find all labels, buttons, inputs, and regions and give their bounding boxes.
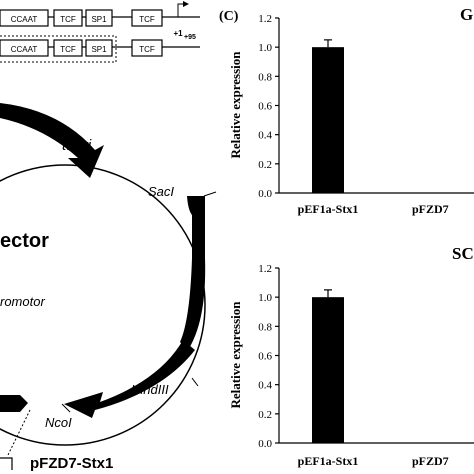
- chart-top-xtick-1: pFZD7: [412, 202, 449, 216]
- chart-bottom-xtick-1: pFZD7: [412, 454, 449, 468]
- chart-top-bar: [312, 47, 344, 193]
- promoter-dotted-box: [0, 35, 117, 63]
- chart-bottom-ytick-label: 0.6: [258, 351, 272, 363]
- tcf-label-2a: TCF: [60, 45, 76, 54]
- chart-bottom-ytick-label: 0.0: [258, 438, 272, 450]
- promoter-band: [180, 196, 206, 350]
- chart-top-ytick-label: 0.4: [258, 130, 272, 142]
- vector-label: ector: [0, 230, 49, 252]
- chart-top-ytick-label: 0.6: [258, 101, 272, 113]
- sp1-label-1: SP1: [91, 15, 107, 24]
- plasmid-backbone: [0, 164, 206, 446]
- chart-top-bars: [312, 39, 344, 193]
- chart-bottom-bars: [312, 289, 344, 443]
- chart-top-xtick-0: pEF1a-Stx1: [298, 202, 359, 216]
- chart-top-ytick-label: 1.0: [258, 42, 272, 54]
- promoter-label: romotor: [0, 294, 45, 309]
- tcf-box-2b: [131, 39, 163, 57]
- chart-top-ytick-label: 1.2: [258, 13, 272, 25]
- tss-plus95-label: +95: [184, 34, 196, 41]
- saci-label: SacI: [148, 184, 174, 199]
- bottom-band: [0, 395, 28, 412]
- insert-arrow-band: [64, 340, 195, 418]
- chart-bottom: SC Relative expression 0.0 0.2 0.4 0.6 0.8 1.…: [228, 244, 474, 468]
- chart-bottom-ytick-label: 1.0: [258, 292, 272, 304]
- sp1-box-1: [85, 9, 113, 27]
- ccaat-box-1: [0, 9, 49, 27]
- chart-bottom-yticks: 0.0 0.2 0.4 0.6 0.8 1.0 1.2: [258, 263, 279, 450]
- promoter-schematic: CCAAT TCF SP1 TCF CCAAT TCF SP1 TCF +1 +…: [0, 1, 200, 63]
- ccaat-label-1: CCAAT: [11, 15, 38, 24]
- chart-top-yticks: 0.0 0.2 0.4 0.6 0.8 1.0 1.2: [258, 13, 279, 200]
- ccaat-box-2: [0, 39, 49, 57]
- chart-bottom-ytick-label: 0.8: [258, 321, 272, 333]
- sp1-box-2: [85, 39, 113, 57]
- ncoi-label: NcoI: [45, 415, 72, 430]
- panel-c-label: (C): [219, 9, 239, 24]
- construct-bracket: [0, 457, 13, 470]
- ncoi-tick: [61, 403, 71, 413]
- chart-bottom-xtick-0: pEF1a-Stx1: [298, 454, 359, 468]
- tcf-box-1b: [131, 9, 163, 27]
- sp1-label-2: SP1: [91, 45, 107, 54]
- tcf-box-1a: [53, 9, 83, 27]
- chart-bottom-ytick-label: 0.2: [258, 409, 272, 421]
- chart-top-ylabel: Relative expression: [228, 51, 243, 159]
- tcf-box-2a: [53, 39, 83, 57]
- chart-top-title: G: [460, 5, 473, 24]
- chart-top-ytick-label: 0.2: [258, 159, 272, 171]
- chart-bottom-bar: [312, 297, 344, 443]
- chart-bottom-ytick-label: 0.4: [258, 380, 272, 392]
- chart-top: G Relative expression 0.0 0.2 0.4 0.6 0.8 1.0…: [228, 5, 474, 216]
- construct-lead-line: [7, 409, 31, 456]
- chart-bottom-ytick-label: 1.2: [258, 263, 272, 275]
- tcf-label-1b: TCF: [139, 15, 155, 24]
- ori-label: tt ori: [62, 137, 92, 154]
- ccaat-label-2: CCAAT: [11, 45, 38, 54]
- chart-top-ytick-label: 0.8: [258, 71, 272, 83]
- tcf-label-2b: TCF: [139, 45, 155, 54]
- chart-bottom-ylabel: Relative expression: [228, 301, 243, 409]
- tss-arrow-icon: [177, 1, 189, 17]
- ori-arrow-band: [0, 103, 104, 178]
- construct-label: pFZD7-Stx1: [30, 455, 113, 472]
- hindiii-label: HindIII: [131, 382, 169, 397]
- chart-bottom-title: SC: [452, 244, 474, 263]
- hindiii-tick: [191, 377, 199, 387]
- tss-plus1-label: +1: [173, 29, 183, 38]
- plasmid-map: tt ori ector SacI romotor HindIII NcoI p…: [0, 103, 217, 472]
- saci-tick: [203, 191, 217, 197]
- chart-top-ytick-label: 0.0: [258, 188, 272, 200]
- tcf-label-1a: TCF: [60, 15, 76, 24]
